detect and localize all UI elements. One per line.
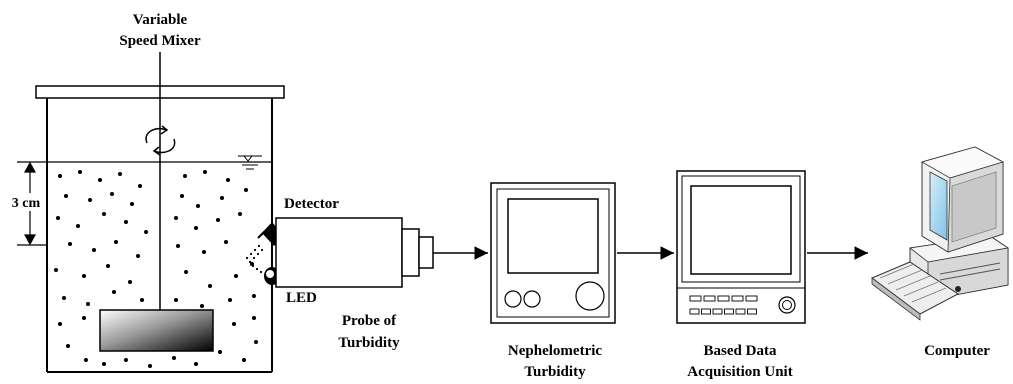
particle-dot — [86, 302, 90, 306]
particle-dot — [82, 274, 86, 278]
keyboard-icon — [871, 261, 959, 321]
particle-dot — [64, 194, 68, 198]
daq-button-panel — [689, 295, 758, 315]
daq-button — [735, 308, 746, 315]
nephelometric-turbidimeter — [490, 182, 616, 324]
particle-dot — [174, 298, 178, 302]
particle-dot — [228, 298, 232, 302]
particle-dot — [102, 212, 106, 216]
particle-dot — [138, 184, 142, 188]
particle-dot — [62, 296, 66, 300]
particle-dot — [82, 316, 86, 320]
particle-dot — [218, 350, 222, 354]
particle-dot — [110, 192, 114, 196]
particle-dot — [252, 316, 256, 320]
particle-dot — [224, 240, 228, 244]
particle-dot — [180, 194, 184, 198]
daq-button — [747, 308, 757, 315]
detector-label: Detector — [284, 196, 339, 212]
neph-label-line1: Nephelometric — [508, 343, 602, 359]
water-level-icon — [238, 155, 262, 170]
particle-dot — [114, 240, 118, 244]
particle-dot — [202, 250, 206, 254]
particle-dot — [244, 188, 248, 192]
particle-dot — [102, 362, 106, 366]
particle-dot — [58, 174, 62, 178]
particle-dot — [88, 198, 92, 202]
particle-dot — [66, 344, 70, 348]
particle-dot — [136, 254, 140, 258]
particle-dot — [220, 196, 224, 200]
particle-dot — [112, 290, 116, 294]
particle-dot — [56, 216, 60, 220]
particle-dot — [242, 358, 246, 362]
particle-dot — [232, 322, 236, 326]
daq-label-line2: Acquisition Unit — [687, 364, 792, 379]
particle-dot — [238, 212, 242, 216]
daq-button — [712, 308, 723, 315]
mixer-paddle — [99, 309, 214, 352]
particle-dot — [144, 230, 148, 234]
particle-dot — [174, 216, 178, 220]
daq-button — [724, 308, 734, 315]
particle-dot — [196, 204, 200, 208]
particle-dot — [226, 178, 230, 182]
particle-dot — [92, 248, 96, 252]
particle-dot — [234, 274, 238, 278]
particle-dot — [184, 270, 188, 274]
suspended-particles — [54, 170, 258, 368]
particle-dot — [194, 226, 198, 230]
particle-dot — [252, 294, 256, 298]
scattered-light — [245, 244, 264, 274]
daq-button — [731, 295, 744, 302]
particle-dot — [78, 170, 82, 174]
particle-dot — [200, 304, 204, 308]
particle-dot — [148, 364, 152, 368]
daq-button — [701, 308, 711, 315]
probe-label-line2: Turbidity — [338, 335, 400, 351]
daq-label-line1: Based Data — [704, 343, 777, 359]
particle-dot — [84, 358, 88, 362]
daq-button — [703, 295, 716, 302]
depth-label-bg — [8, 193, 44, 211]
particle-dot — [124, 220, 128, 224]
particle-dot — [216, 218, 220, 222]
led-label: LED — [286, 290, 317, 306]
particle-dot — [183, 174, 187, 178]
turbidity-probe — [275, 217, 434, 288]
particle-dot — [54, 268, 58, 272]
mixer-label-line2: Speed Mixer — [119, 33, 201, 49]
particle-dot — [68, 242, 72, 246]
daq-button — [689, 308, 700, 315]
particle-dot — [140, 298, 144, 302]
computer-label: Computer — [924, 343, 990, 359]
particle-dot — [98, 178, 102, 182]
probe-label-line1: Probe of — [342, 313, 397, 329]
particle-dot — [124, 358, 128, 362]
particle-dot — [128, 280, 132, 284]
particle-dot — [118, 172, 122, 176]
particle-dot — [172, 356, 176, 360]
daq-button — [717, 295, 730, 302]
particle-dot — [176, 244, 180, 248]
neph-label-line2: Turbidity — [524, 364, 586, 379]
particle-dot — [76, 224, 80, 228]
particle-dot — [203, 170, 207, 174]
particle-dot — [130, 202, 134, 206]
daq-button — [745, 295, 758, 302]
particle-dot — [254, 340, 258, 344]
daq-button — [689, 295, 702, 302]
mixer-label-line1: Variable — [133, 12, 188, 28]
particle-dot — [194, 362, 198, 366]
rotation-arrows-icon — [145, 125, 176, 156]
particle-dot — [208, 284, 212, 288]
depth-label: 3 cm — [12, 196, 41, 211]
particle-dot — [58, 322, 62, 326]
particle-dot — [106, 264, 110, 268]
